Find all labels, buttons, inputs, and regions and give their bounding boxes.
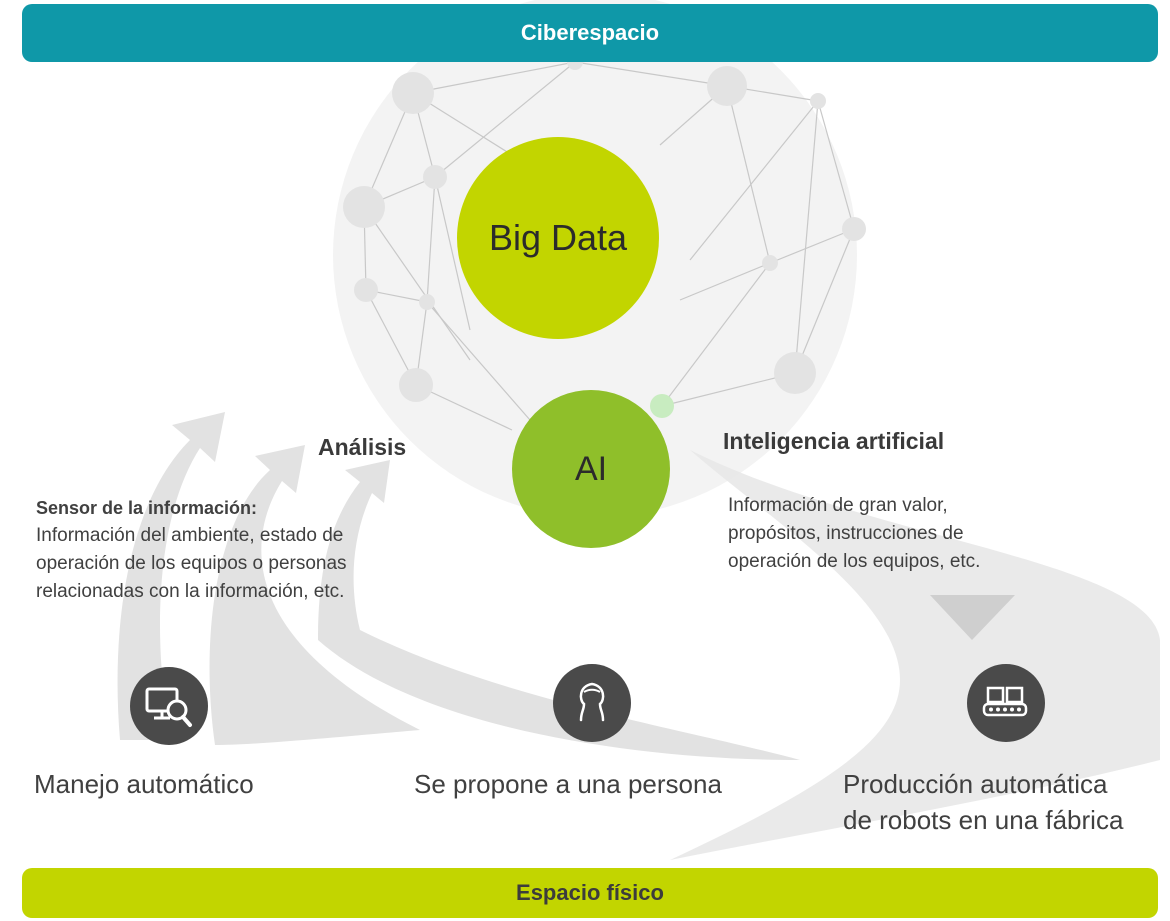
network-node — [354, 278, 378, 302]
big-data-circle — [457, 137, 659, 339]
sensor-line: Información del ambiente, estado de — [36, 525, 344, 546]
example-label-factory-line: Producción automática — [843, 769, 1108, 799]
ai-info-line: Información de gran valor, — [728, 495, 948, 516]
ai-heading: Inteligencia artificial — [723, 428, 945, 454]
network-node-highlight — [650, 394, 674, 418]
example-label-factory: Producción automática de robots en una f… — [843, 766, 1123, 838]
sensor-title: Sensor de la información: — [36, 498, 258, 518]
ai-info-line: operación de los equipos, etc. — [728, 551, 981, 572]
ai-info-line: propósitos, instrucciones de — [728, 523, 964, 544]
ai-text-block: Información de gran valor, propósitos, i… — [728, 492, 1088, 576]
ai-label: AI — [574, 449, 608, 488]
network-node — [343, 186, 385, 228]
network-node — [774, 352, 816, 394]
example-label-person: Se propone a una persona — [414, 769, 722, 799]
network-nodes — [343, 54, 866, 418]
cyberspace-label: Ciberespacio — [520, 20, 660, 45]
person-head-icon — [553, 664, 631, 742]
network-lines — [363, 61, 855, 431]
rising-arrow-3 — [318, 460, 800, 760]
network-node — [810, 93, 826, 109]
sensor-text-block: Sensor de la información: Información de… — [36, 494, 456, 606]
example-label-automatic: Manejo automático — [34, 769, 254, 799]
monitor-search-icon — [130, 667, 208, 745]
big-data-label: Big Data — [488, 217, 628, 258]
network-node — [842, 217, 866, 241]
physical-space-bar: Espacio físico — [22, 868, 1158, 918]
network-node — [392, 72, 434, 114]
factory-robot-icon — [967, 664, 1045, 742]
rising-arrow-1 — [117, 412, 225, 740]
sensor-line: relacionadas con la información, etc. — [36, 581, 345, 602]
sensor-line: operación de los equipos o personas — [36, 553, 347, 574]
cyberspace-bar: Ciberespacio — [22, 4, 1158, 62]
example-label-factory-line: de robots en una fábrica — [843, 805, 1124, 835]
network-node — [762, 255, 778, 271]
network-node — [423, 165, 447, 189]
ai-circle — [512, 390, 670, 548]
flow-arrow-right — [930, 595, 1015, 640]
network-node — [707, 66, 747, 106]
physical-space-label: Espacio físico — [516, 880, 664, 905]
network-node — [419, 294, 435, 310]
flow-band-right — [670, 450, 1160, 860]
network-node — [399, 368, 433, 402]
rising-arrow-2 — [209, 445, 420, 745]
analysis-heading: Análisis — [318, 434, 407, 460]
